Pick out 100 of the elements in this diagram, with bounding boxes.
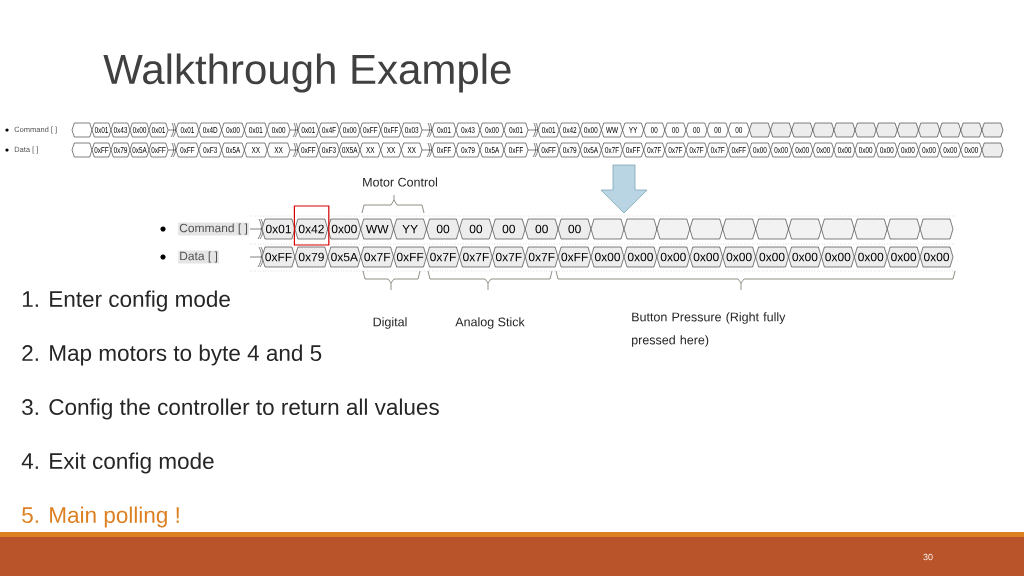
list-item: 2. Map motors to byte 4 and 5 (22, 344, 322, 366)
bus-cell: 0xFF (175, 142, 200, 158)
bus-cell: 0x00 (919, 246, 954, 268)
bracket-label: Button Pressure (Right fully pressed here) (632, 312, 786, 347)
bus-cell: 0xFF (380, 122, 402, 138)
bus-cell: XX (266, 142, 291, 158)
bus-cell: 0x00 (129, 122, 150, 138)
bus-cell: 0xFF (557, 246, 592, 268)
bus-cell: 0x00 (656, 246, 691, 268)
bus-cell: 0xF3 (318, 142, 340, 158)
bus-cell: 0x00 (339, 122, 361, 138)
bus-cell: 0x79 (455, 142, 481, 158)
bus-cell: 0x00 (918, 142, 940, 158)
footer-band: 30 (0, 532, 1024, 576)
bus-cell: 00 (557, 218, 592, 240)
bus-cell: 0x00 (770, 142, 792, 158)
bus-cell: YY (622, 122, 644, 138)
bus-cell: 0X5A (339, 142, 361, 158)
list-item: 3. Config the controller to return all values (22, 398, 439, 420)
bus-cell: 0xFF (431, 142, 457, 158)
bus-cell: 0x00 (590, 246, 625, 268)
bus-cell: 0xFF (148, 142, 169, 158)
bus-cell: 0x5A (327, 246, 361, 268)
bus-cell: 00 (685, 122, 708, 138)
bus-cell: 0x79 (294, 246, 329, 268)
bus-cell: 0x00 (580, 122, 602, 138)
bus-cell: XX (359, 142, 381, 158)
bus-cell: 0xFF (537, 142, 560, 158)
bus-cell: 0x43 (110, 122, 131, 138)
bus-cell: 0x01 (431, 122, 457, 138)
bus-cell: WW (360, 218, 394, 240)
bus-cell: 0x00 (939, 142, 961, 158)
bus-cell: 0x03 (401, 122, 423, 138)
bus-cell: 0x7F (426, 246, 460, 268)
bus-cell: 0x7F (459, 246, 493, 268)
bus-cell: 0x5A (221, 142, 245, 158)
bus-cell: 0x00 (886, 246, 921, 268)
bus-cell: 0xFF (393, 246, 427, 268)
bus-cell: 0x5A (129, 142, 150, 158)
bus-cell: 0x00 (812, 142, 835, 158)
bus-cell: 0x7F (360, 246, 394, 268)
bus-cell: 0xFF (727, 142, 750, 158)
bus-cell: WW (601, 122, 623, 138)
bus-cell: 0x00 (875, 142, 898, 158)
bus-cell: 0x7F (492, 246, 526, 268)
bus-cell: 0x5A (580, 142, 602, 158)
bus-cell: 0x00 (327, 218, 361, 240)
bus-cell: 0xF3 (198, 142, 222, 158)
bus-cell: 0x7F (524, 246, 559, 268)
bracket-label: Motor Control (363, 177, 437, 187)
signal-name: Data [ ] (178, 250, 219, 264)
bus-cell: 0x7F (706, 142, 729, 158)
bus-cell: XX (380, 142, 402, 158)
bus-cell: 0xFF (91, 142, 112, 158)
bus-cell: 0x42 (558, 122, 581, 138)
bus-cell: 0xFF (297, 142, 319, 158)
bus-cell: 0x79 (558, 142, 581, 158)
bus-cell: 00 (664, 122, 687, 138)
bus-cell: YY (393, 218, 427, 240)
bus-cell: 0x01 (261, 218, 296, 240)
bus-cell: 0x00 (960, 142, 983, 158)
signal-name: Command [ ] (178, 222, 249, 236)
bus-cell: 0x01 (244, 122, 268, 138)
list-item: 1. Enter config mode (22, 290, 230, 312)
bus-cell: 00 (524, 218, 559, 240)
list-item: 4. Exit config mode (21, 452, 214, 474)
bus-cell: 0x7F (685, 142, 708, 158)
bus-cell: 0x00 (266, 122, 291, 138)
bus-cell: 0xFF (503, 142, 529, 158)
bus-cell: 0x00 (791, 142, 814, 158)
bus-cell: 0x00 (623, 246, 658, 268)
bus-cell: 0x01 (175, 122, 200, 138)
bus-cell: 0x7F (664, 142, 687, 158)
bus-cell: XX (401, 142, 423, 158)
bus-cell: 0x00 (749, 142, 771, 158)
bus-cell: 0x00 (689, 246, 723, 268)
bus-cell: 0xFF (261, 246, 296, 268)
list-item: 5. Main polling ! (22, 506, 179, 528)
bus-cell: 00 (426, 218, 460, 240)
bus-cell: 00 (706, 122, 729, 138)
bus-cell: 0x01 (537, 122, 560, 138)
bus-cell: 0x00 (821, 246, 855, 268)
bus-cell: 00 (643, 122, 666, 138)
bus-cell: 0x4D (198, 122, 222, 138)
bus-cell: 0x7F (643, 142, 666, 158)
bracket-label: Analog Stick (455, 317, 525, 329)
bus-cell: 0x43 (455, 122, 481, 138)
bus-cell: 0x79 (110, 142, 131, 158)
title: Walkthrough Example (103, 53, 511, 93)
bus-cell: 0x00 (854, 142, 877, 158)
bus-cell: 0x5A (479, 142, 505, 158)
bus-cell: 0xFF (359, 122, 381, 138)
bus-cell: 0x01 (503, 122, 529, 138)
bus-cell: 0x7F (601, 142, 623, 158)
bus-cell: 00 (492, 218, 526, 240)
bus-cell: 0x01 (297, 122, 319, 138)
bus-cell: 0x00 (479, 122, 505, 138)
bus-cell: 0x00 (221, 122, 245, 138)
bus-cell: 00 (459, 218, 493, 240)
bus-cell: 0x00 (897, 142, 919, 158)
